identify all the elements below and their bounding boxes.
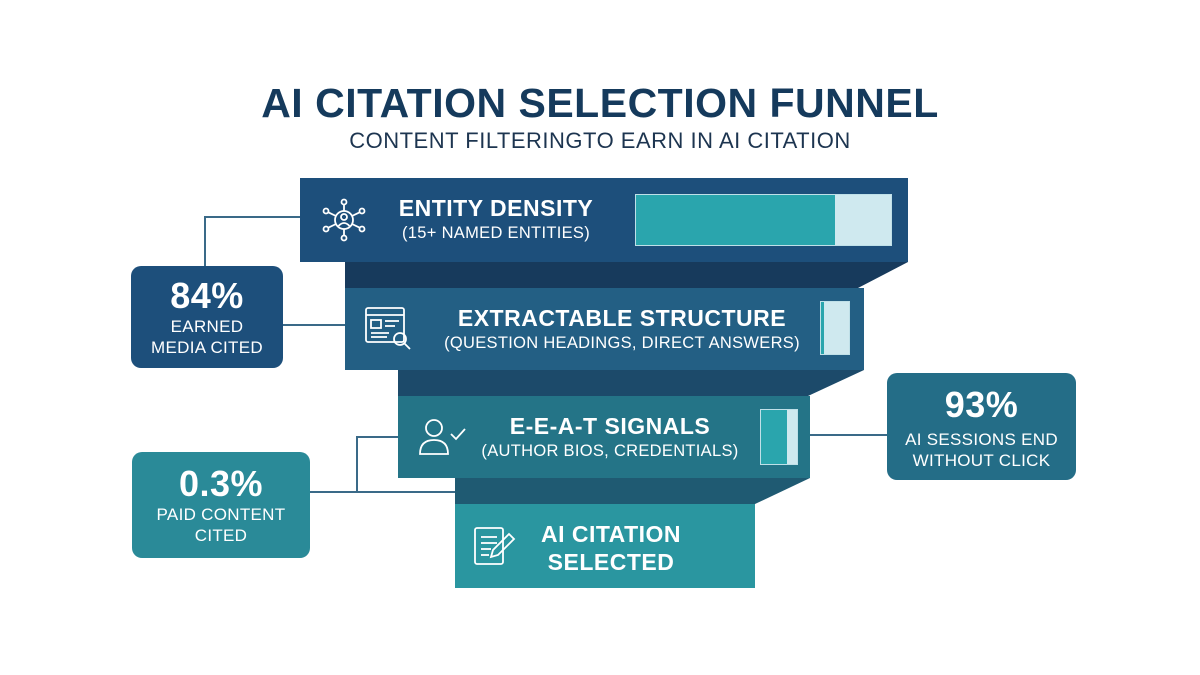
stat-label-line2: MEDIA CITED — [151, 338, 263, 357]
stage-progress-fill — [761, 410, 787, 464]
stat-label-line2: CITED — [194, 526, 248, 545]
stage-progress-fill — [821, 302, 825, 354]
stage-subheading: (AUTHOR BIOS, CREDENTIALS) — [481, 442, 739, 460]
user-check-icon — [418, 416, 466, 463]
stat-label: AI SESSIONS END — [905, 430, 1058, 449]
connector-line-earned — [204, 216, 300, 268]
funnel-fold-3 — [455, 478, 810, 504]
funnel-stage-eeat-signals: E-E-A-T SIGNALS (AUTHOR BIOS, CREDENTIAL… — [398, 396, 810, 478]
stat-label-line2: WITHOUT CLICK — [912, 451, 1051, 470]
stat-value: 93% — [944, 384, 1019, 425]
funnel-stage-entity-density: ENTITY DENSITY (15+ NAMED ENTITIES) — [300, 178, 908, 262]
funnel-fold-1 — [345, 262, 908, 288]
edit-document-icon — [471, 524, 517, 575]
stage-heading: AI CITATION — [540, 521, 682, 547]
stage-progress-bar — [820, 301, 850, 355]
page-subtitle: CONTENT FILTERINGTO EARN IN AI CITATION — [349, 128, 851, 153]
stage-progress-fill — [636, 195, 835, 245]
page-title: AI CITATION SELECTION FUNNEL — [261, 80, 939, 126]
stat-card-ai-sessions: 93% AI SESSIONS END WITHOUT CLICK — [887, 373, 1076, 480]
document-search-icon — [363, 305, 413, 358]
funnel-stage-ai-citation-selected: AI CITATION SELECTED — [455, 504, 755, 588]
stage-subheading: (QUESTION HEADINGS, DIRECT ANSWERS) — [444, 334, 800, 352]
stat-value: 84% — [170, 275, 244, 316]
stat-label: PAID CONTENT — [156, 505, 286, 524]
stage-heading: E-E-A-T SIGNALS — [509, 413, 711, 439]
stage-progress-bar — [635, 194, 892, 246]
stage-heading: ENTITY DENSITY — [398, 195, 594, 221]
funnel-stage-extractable-structure: EXTRACTABLE STRUCTURE (QUESTION HEADINGS… — [345, 288, 864, 370]
network-icon — [320, 198, 368, 247]
funnel-fold-2 — [398, 370, 864, 396]
stage-heading: EXTRACTABLE STRUCTURE — [457, 305, 787, 331]
stat-label: EARNED — [170, 317, 244, 336]
stat-card-earned-media: 84% EARNED MEDIA CITED — [131, 266, 283, 368]
stage-heading-line2: SELECTED — [547, 549, 675, 575]
stage-progress-bar — [760, 409, 798, 465]
stage-subheading: (15+ NAMED ENTITIES) — [402, 224, 590, 242]
stat-value: 0.3% — [178, 463, 264, 504]
connector-line-paid — [310, 436, 398, 493]
stat-card-paid-content: 0.3% PAID CONTENT CITED — [132, 452, 310, 558]
